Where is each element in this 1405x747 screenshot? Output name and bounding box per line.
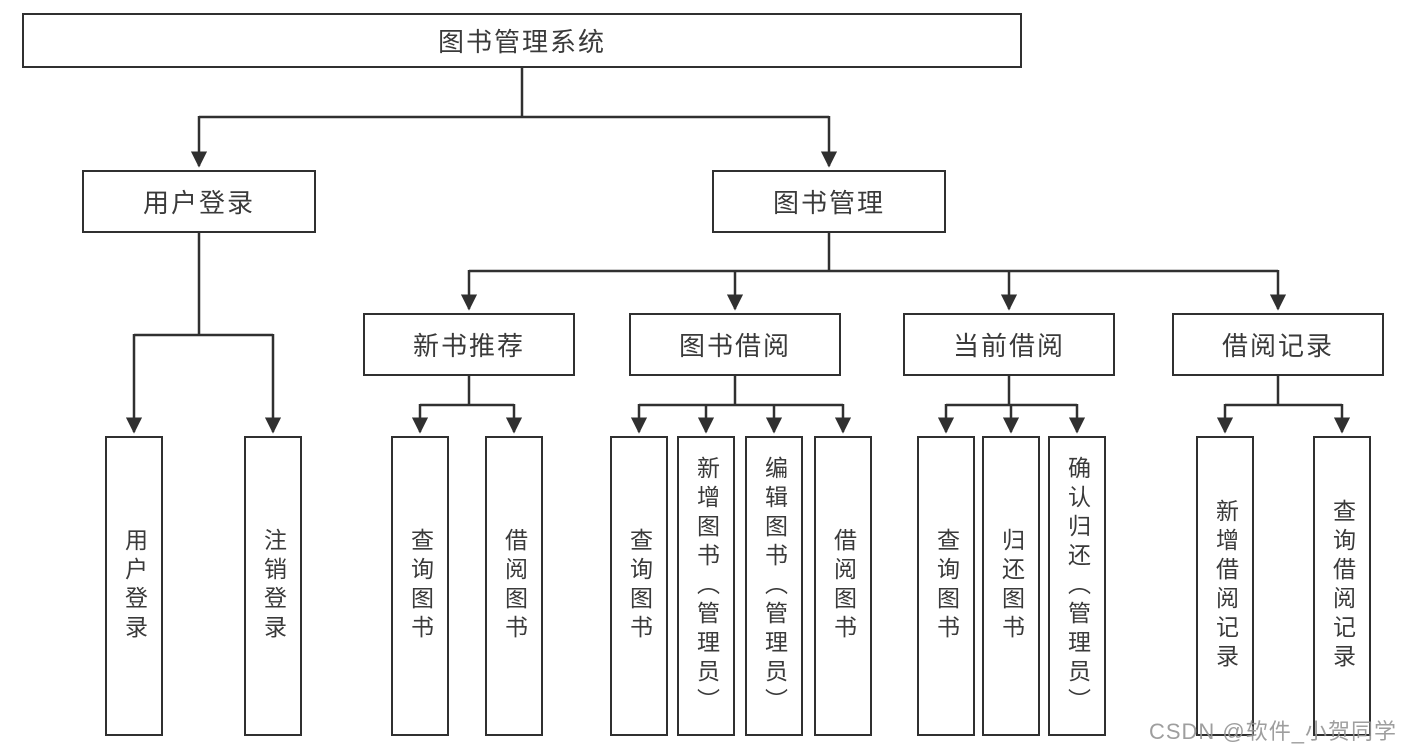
leaf-add-books-admin: 新增图书（管理员） xyxy=(677,436,735,736)
leaf-borrow-books: 借阅图书 xyxy=(814,436,872,736)
leaf-user-login: 用户登录 xyxy=(105,436,163,736)
csdn-watermark: CSDN @软件_小贺同学 xyxy=(1148,719,1397,744)
node-book-management: 图书管理 xyxy=(712,170,946,233)
node-borrowing-records: 借阅记录 xyxy=(1172,313,1384,376)
leaf-query-books-current: 查询图书 xyxy=(917,436,975,736)
node-new-book-recommendation: 新书推荐 xyxy=(363,313,575,376)
leaf-confirm-return-admin: 确认归还（管理员） xyxy=(1048,436,1106,736)
node-current-borrowing: 当前借阅 xyxy=(903,313,1115,376)
leaf-borrow-books-recommend: 借阅图书 xyxy=(485,436,543,736)
leaf-edit-books-admin: 编辑图书（管理员） xyxy=(745,436,803,736)
leaf-query-borrow-record: 查询借阅记录 xyxy=(1313,436,1371,736)
node-book-borrowing: 图书借阅 xyxy=(629,313,841,376)
node-user-login: 用户登录 xyxy=(82,170,316,233)
leaf-add-borrow-record: 新增借阅记录 xyxy=(1196,436,1254,736)
node-library-management-system: 图书管理系统 xyxy=(22,13,1022,68)
leaf-query-books-borrow: 查询图书 xyxy=(610,436,668,736)
leaf-return-books: 归还图书 xyxy=(982,436,1040,736)
leaf-logout: 注销登录 xyxy=(244,436,302,736)
leaf-query-books-recommend: 查询图书 xyxy=(391,436,449,736)
